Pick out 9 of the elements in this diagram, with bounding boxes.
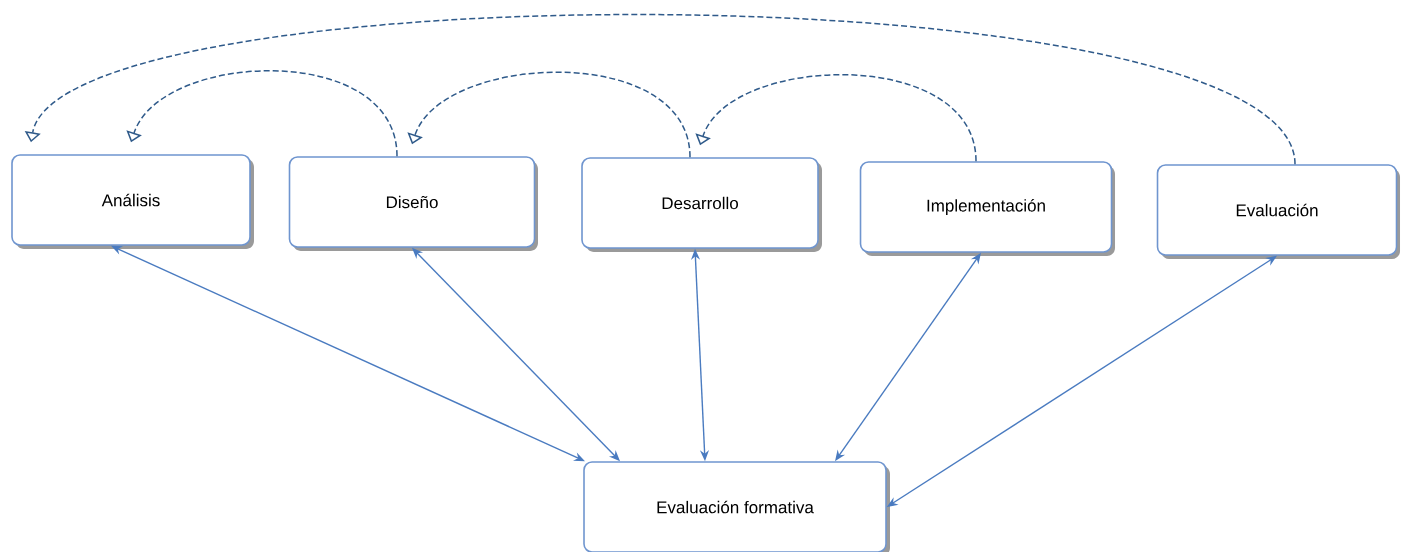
process-box: Evaluación formativa bbox=[583, 461, 890, 552]
process-box: Desarrollo bbox=[581, 157, 822, 252]
arrow bbox=[407, 71, 691, 158]
process-box: Análisis bbox=[11, 154, 254, 249]
arrow bbox=[126, 70, 398, 157]
process-box: Diseño bbox=[288, 156, 538, 251]
arrow bbox=[695, 74, 977, 162]
process-box: Implementación bbox=[859, 161, 1115, 256]
process-box: Evaluación bbox=[1156, 164, 1400, 259]
